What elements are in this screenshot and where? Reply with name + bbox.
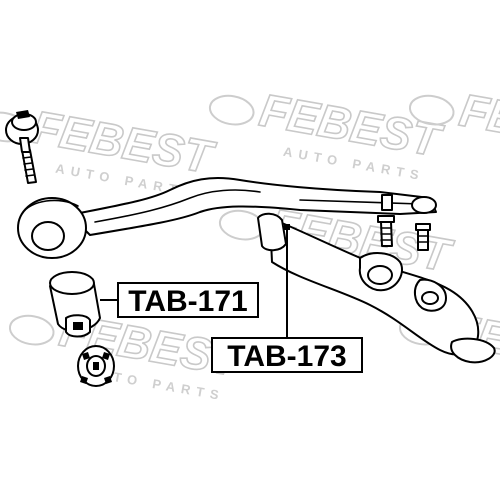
stud-bolt xyxy=(5,110,39,184)
leader-dot-tab-173 xyxy=(284,224,290,230)
control-arm xyxy=(17,177,437,259)
bushing-tab-171 xyxy=(49,271,101,338)
label-box-tab-173 xyxy=(211,337,363,373)
lower-arm xyxy=(257,212,496,364)
watermark-logo-ring xyxy=(408,94,455,126)
watermark-logo-ring xyxy=(208,94,255,126)
watermark-brand: FEBEST xyxy=(456,84,500,167)
label-text-tab-171: TAB-171 xyxy=(128,285,247,318)
bushing-small xyxy=(77,345,115,387)
label-box-tab-171 xyxy=(117,282,259,318)
watermark-logo-ring xyxy=(8,314,55,346)
label-text-tab-173: TAB-173 xyxy=(227,340,346,373)
label-tab-173: TAB-173 xyxy=(211,337,363,373)
lower-arm-bushing xyxy=(257,212,287,252)
watermark-top-right: FEBEST AUTO PARTS xyxy=(208,83,448,184)
label-tab-171: TAB-171 xyxy=(117,282,259,318)
